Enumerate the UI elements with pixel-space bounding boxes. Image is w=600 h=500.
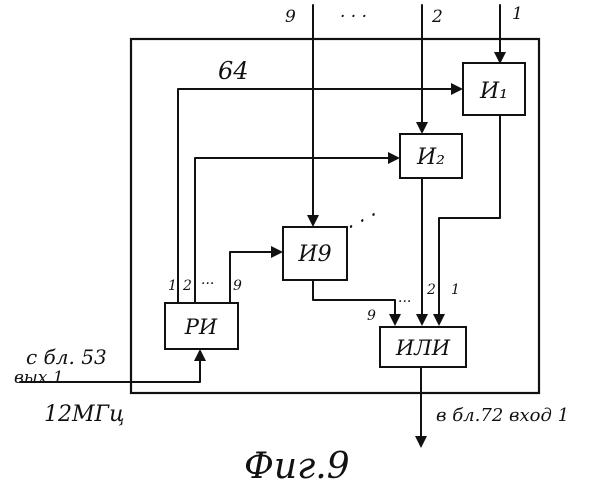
and9-label: И9 — [297, 242, 331, 267]
arrow-output — [415, 436, 427, 448]
diagonal-dots: · · · — [343, 202, 382, 238]
output-target-label: в бл.72 вход 1 — [436, 405, 569, 426]
arrow-into-and2 — [416, 122, 428, 134]
figure-caption: Фиг.9 — [244, 446, 350, 487]
input-frequency-label: 12МГц — [44, 402, 124, 427]
or-input-dots: ··· — [398, 294, 411, 310]
and2-label: И₂ — [416, 145, 445, 170]
and9-to-or-wire — [313, 280, 395, 315]
input-source-line1: с бл. 53 — [26, 345, 107, 369]
arrow-into-or-1 — [433, 314, 445, 326]
ri-output-dots: ··· — [201, 276, 214, 292]
arrow-ri2-into-and2 — [388, 152, 400, 164]
ri-label: РИ — [184, 315, 218, 339]
ri-output-9-label: 9 — [233, 278, 242, 294]
arrow-into-or-2 — [416, 314, 428, 326]
arrow-into-or-9 — [389, 314, 401, 326]
ri-output-1-label: 1 — [168, 278, 177, 294]
top-input-2-label: 2 — [431, 7, 443, 27]
top-input-dots: · · · — [340, 7, 367, 27]
top-input-9-label: 9 — [285, 7, 296, 27]
or-label: ИЛИ — [395, 336, 451, 360]
and1-label: И₁ — [479, 79, 508, 104]
ri-output-2-label: 2 — [182, 278, 192, 294]
arrow-ri1-into-and1 — [451, 83, 463, 95]
or-input-9-label: 9 — [367, 308, 376, 324]
block-64-number: 64 — [218, 57, 249, 85]
wires — [20, 5, 500, 437]
arrowheads — [194, 52, 506, 448]
input-source-line2: вых.1 — [14, 368, 64, 388]
arrow-into-and9 — [307, 215, 319, 227]
top-input-1-label: 1 — [512, 4, 523, 24]
or-input-1-label: 1 — [451, 282, 460, 298]
arrow-into-ri — [194, 349, 206, 361]
arrow-ri9-into-and9 — [271, 246, 283, 258]
or-input-2-label: 2 — [426, 282, 436, 298]
